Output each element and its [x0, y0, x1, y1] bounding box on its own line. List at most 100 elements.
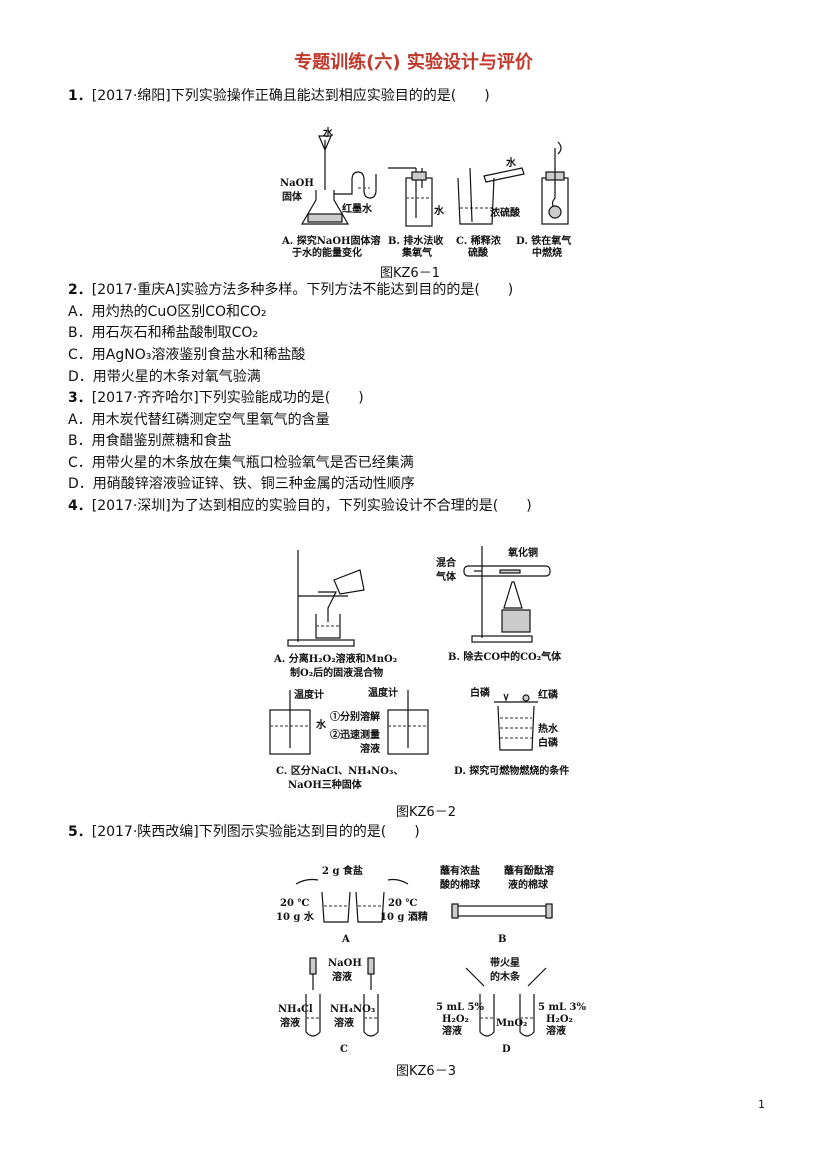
question-4: 4．[2017·深圳]为了达到相应的实验目的，下列实验设计不合理的是( ): [68, 496, 532, 516]
option-c: C．用带火星的木条放在集气瓶口检验氧气是否已经集满: [68, 455, 414, 471]
caption-a-line2: 于水的能量变化: [292, 246, 362, 259]
apparatus-4d: 白磷 红磷 热水 白磷 D. 探究可燃物燃烧的条件: [454, 686, 569, 777]
mno2-label: MnO₂: [496, 1018, 527, 1029]
caption-4a-line1: A. 分离H₂O₂溶液和MnO₂: [273, 652, 397, 665]
apparatus-4a: A. 分离H₂O₂溶液和MnO₂ 制O₂后的固液混合物: [273, 550, 397, 679]
caption-d-line1: D. 铁在氧气: [516, 234, 571, 247]
thermometer-label-1: 温度计: [294, 688, 324, 701]
option-d: D．用带火星的木条对氧气验满: [68, 369, 261, 385]
spark1-label: 带火星: [490, 956, 520, 969]
temp1-label: 20 ℃: [280, 898, 309, 909]
water-label: 水: [322, 126, 334, 139]
question-number: 3．: [68, 390, 92, 406]
apparatus-4c: 温度计 温度计 水 ①分别溶解 ②迅速测量 溶液 C. 区分NaCl、NH₄NO…: [269, 686, 429, 791]
caption-c-line2: 硫酸: [468, 246, 489, 259]
cotton2b-label: 液的棉球: [508, 878, 549, 891]
figure-kz6-3: 2 g 食盐 20 ℃ 10 g 水 20 ℃ 10 g 酒精 A 蘸有浓盐 酸…: [276, 864, 586, 1055]
nh4no3b-label: 溶液: [334, 1016, 354, 1029]
solid-label: 固体: [282, 190, 303, 203]
solution-label: 溶液: [360, 742, 380, 755]
red-ink-label: 红墨水: [342, 202, 373, 215]
caption-4b-line1: B. 除去CO中的CO₂气体: [448, 650, 562, 663]
salt-label: 2 g 食盐: [322, 864, 363, 877]
cuo-label: 氧化铜: [507, 546, 538, 559]
mixed-label: 混合: [436, 556, 457, 569]
thermometer-label-2: 温度计: [368, 686, 398, 699]
question-text: [2017·重庆A]实验方法多种多样。下列方法不能达到目的的是( ): [91, 282, 514, 298]
h2o2b3-label: 溶液: [546, 1024, 566, 1037]
caption-4a-line2: 制O₂后的固液混合物: [290, 666, 383, 679]
question-text: [2017·绵阳]下列实验操作正确且能达到相应实验目的的是( ): [91, 88, 490, 104]
h2o2b2-label: H₂O₂: [546, 1014, 573, 1025]
water-b-label: 水: [433, 204, 445, 217]
apparatus-5c: NaOH 溶液 NH₄Cl 溶液 NH₄NO₃ 溶液 C: [278, 957, 379, 1055]
question-number: 4．: [68, 498, 92, 514]
temp2-label: 20 ℃: [388, 898, 417, 909]
page-title: 专题训练(六) 实验设计与评价: [294, 52, 533, 73]
option-c: C．用AgNO₃溶液鉴别食盐水和稀盐酸: [68, 347, 306, 363]
cotton1a-label: 蘸有浓盐: [440, 864, 480, 877]
water-c-label: 水: [505, 156, 517, 169]
gas-label: 气体: [435, 570, 457, 583]
question-2: 2．[2017·重庆A]实验方法多种多样。下列方法不能达到目的的是( ): [68, 280, 513, 300]
question-text: [2017·陕西改编]下列图示实验能达到目的的是( ): [91, 824, 420, 840]
question-number: 2．: [68, 282, 92, 298]
option-b: B．用石灰石和稀盐酸制取CO₂: [68, 325, 259, 341]
option-b: B．用食醋鉴别蔗糖和食盐: [68, 433, 232, 449]
panel-letter-b: B: [498, 934, 506, 945]
naoh-label: NaOH: [280, 178, 314, 189]
apparatus-5b: 蘸有浓盐 酸的棉球 蘸有酚酞溶 液的棉球 B: [440, 864, 554, 945]
option-a: A．用木炭代替红磷测定空气里氧气的含量: [68, 412, 330, 428]
question-1: 1．[2017·绵阳]下列实验操作正确且能达到相应实验目的的是( ): [68, 86, 490, 106]
panel-letter-d: D: [502, 1044, 511, 1055]
caption-a-line1: A. 探究NaOH固体溶: [281, 234, 381, 247]
water-label: 水: [315, 718, 327, 731]
option-a: A．用灼热的CuO区别CO和CO₂: [68, 304, 267, 320]
apparatus-b: 水: [388, 167, 445, 227]
naoh2-label: 溶液: [332, 970, 352, 983]
question-5: 5．[2017·陕西改编]下列图示实验能达到目的的是( ): [68, 822, 420, 842]
apparatus-5a: 2 g 食盐 20 ℃ 10 g 水 20 ℃ 10 g 酒精 A: [276, 864, 428, 945]
apparatus-d: [541, 141, 569, 225]
caption-d-line2: 中燃烧: [532, 246, 562, 259]
caption-b-line2: 集氧气: [401, 246, 432, 259]
caption-c-line1: C. 稀释浓: [456, 234, 502, 247]
panel-captions: A. 探究NaOH固体溶 于水的能量变化 B. 排水法收 集氧气 C. 稀释浓 …: [281, 234, 571, 259]
nh4cl1-label: NH₄Cl: [278, 1004, 313, 1015]
apparatus-a: 水 NaOH 固体 红墨水: [280, 126, 377, 225]
figure-kz6-1: 水 NaOH 固体 红墨水 水 水 浓硫酸 A. 探究NaOH固体溶 于水的能量…: [280, 126, 571, 259]
cotton2a-label: 蘸有酚酞溶: [504, 864, 554, 877]
nh4cl2-label: 溶液: [280, 1016, 300, 1029]
figure-kz6-2: A. 分离H₂O₂溶液和MnO₂ 制O₂后的固液混合物 混合 气体 氧化铜 B.…: [269, 546, 569, 791]
hot-water-label: 热水: [538, 722, 559, 735]
apparatus-c: 水 浓硫酸: [457, 156, 525, 225]
question-number: 1．: [68, 88, 92, 104]
h2o2b1-label: 5 mL 3%: [538, 1002, 586, 1013]
red-p-label: 红磷: [538, 688, 559, 701]
question-3: 3．[2017·齐齐哈尔]下列实验能成功的是( ): [68, 388, 364, 408]
cotton1b-label: 酸的棉球: [440, 878, 481, 891]
alcohol-label: 10 g 酒精: [380, 910, 428, 923]
panel-letter-a: A: [341, 934, 350, 945]
conc-acid-label: 浓硫酸: [490, 206, 521, 219]
caption-4c-line1: C. 区分NaCl、NH₄NO₃、: [276, 764, 403, 777]
figure-caption: 图KZ6－3: [396, 1064, 456, 1079]
white-p-label: 白磷: [470, 686, 491, 699]
page-number: 1: [758, 1098, 765, 1111]
step1-label: ①分别溶解: [330, 710, 380, 723]
panel-letter-c: C: [340, 1044, 348, 1055]
question-text: [2017·齐齐哈尔]下列实验能成功的是( ): [91, 390, 364, 406]
question-text: [2017·深圳]为了达到相应的实验目的，下列实验设计不合理的是( ): [91, 498, 532, 514]
white-p2-label: 白磷: [538, 736, 559, 749]
caption-4c-line2: NaOH三种固体: [288, 778, 363, 791]
caption-b-line1: B. 排水法收: [388, 234, 443, 247]
question-number: 5．: [68, 824, 92, 840]
water-amount-label: 10 g 水: [276, 910, 315, 923]
naoh1-label: NaOH: [328, 958, 362, 969]
figure-caption: 图KZ6－2: [396, 805, 456, 820]
caption-4d-line1: D. 探究可燃物燃烧的条件: [454, 764, 569, 777]
apparatus-5d: 带火星 的木条 5 mL 5% H₂O₂ 溶液 MnO₂ 5 mL 3% H₂O…: [436, 956, 586, 1055]
spark2-label: 的木条: [490, 970, 521, 983]
nh4no3a-label: NH₄NO₃: [330, 1004, 375, 1015]
h2o2a2-label: H₂O₂: [442, 1014, 469, 1025]
